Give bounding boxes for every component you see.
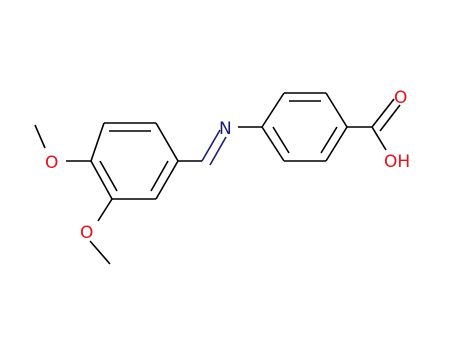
bond bbox=[261, 92, 285, 128]
carbonyl-double-bond bbox=[371, 98, 395, 128]
bond bbox=[325, 126, 348, 162]
bond bbox=[97, 198, 113, 222]
bond bbox=[89, 240, 111, 265]
carbonyl-double-bond bbox=[379, 104, 401, 132]
imine-linker: N bbox=[178, 119, 262, 166]
bond bbox=[90, 122, 105, 162]
bond bbox=[155, 122, 179, 162]
imine-double-bond bbox=[209, 136, 227, 166]
methoxy-top: O bbox=[34, 124, 91, 173]
bond bbox=[371, 126, 387, 151]
methoxy-bottom: O bbox=[80, 198, 113, 265]
carbonyl-oxygen-atom: O bbox=[394, 88, 407, 108]
bond bbox=[261, 126, 285, 162]
inner-double-bond bbox=[272, 126, 290, 154]
bond bbox=[90, 160, 113, 200]
imine-double-bond bbox=[201, 129, 221, 162]
inner-double-bond bbox=[150, 160, 169, 192]
inner-double-bond bbox=[99, 160, 118, 192]
left-benzene-ring bbox=[90, 122, 179, 200]
oxygen-atom-top: O bbox=[45, 153, 58, 173]
inner-double-bond bbox=[320, 126, 338, 154]
carboxylic-acid: O OH bbox=[347, 88, 410, 172]
bond bbox=[155, 160, 179, 200]
oxygen-atom-bottom: O bbox=[80, 223, 93, 243]
nitrogen-atom: N bbox=[219, 119, 232, 139]
bond bbox=[325, 92, 348, 128]
hydroxyl-group: OH bbox=[384, 152, 410, 172]
bond bbox=[34, 124, 46, 149]
right-benzene-ring bbox=[261, 92, 348, 162]
